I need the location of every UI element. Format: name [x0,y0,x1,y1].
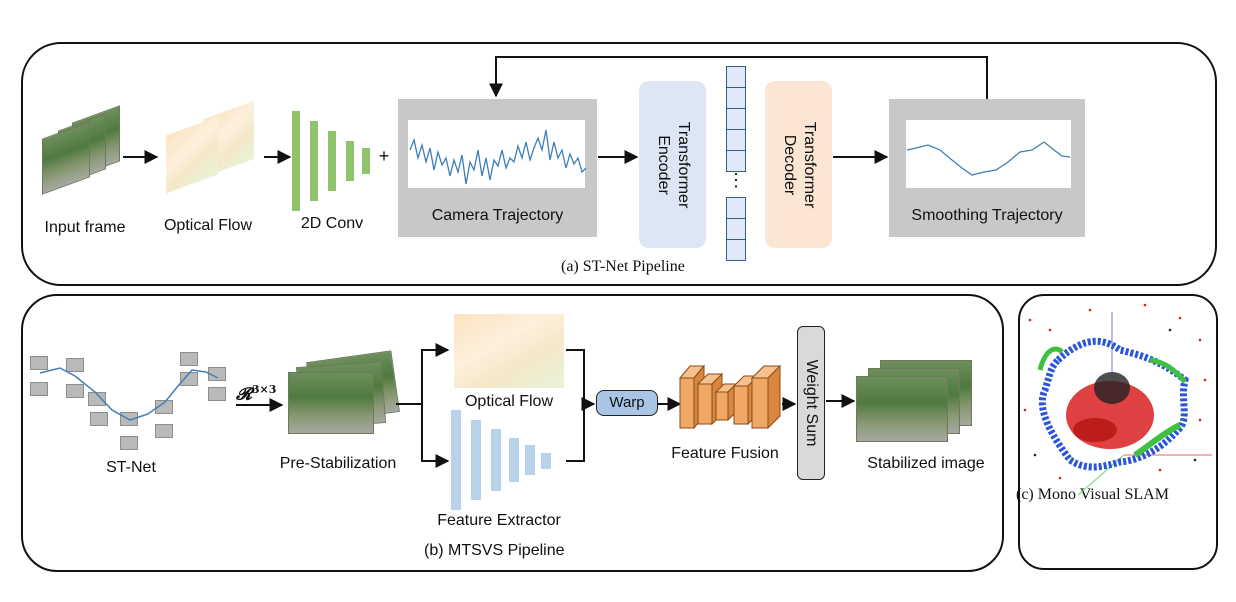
token-sequence: ⋮ [726,66,748,262]
token-ellipsis: ⋮ [727,170,745,190]
smoothing-trajectory-label: Smoothing Trajectory [911,207,1063,224]
feature-fusion-cuboids [678,364,782,430]
transformer-decoder-block: Transformer Decoder [765,81,832,248]
conv-label: 2D Conv [300,215,364,232]
plus-sign: + [378,146,390,166]
optical-flow-label-bottom: Optical Flow [464,393,554,410]
warp-label: Warp [609,394,645,411]
warp-block: Warp [596,390,658,416]
input-frame-label: Input frame [44,219,126,236]
rotation-superscript: 3×3 [251,383,277,396]
slam-caption: (c) Mono Visual SLAM [1016,486,1169,503]
camera-trajectory-label: Camera Trajectory [431,207,564,224]
merge-connector [566,349,585,462]
rotation-matrix-label: 𝓡3×3 [236,383,276,405]
prestabilization-label: Pre-Stabilization [279,455,397,472]
weight-sum-block: Weight Sum [797,326,825,480]
stabilized-label: Stabilized image [867,455,985,472]
smoothing-trajectory-curve [906,141,1071,176]
rotation-symbol: 𝓡 [236,384,252,405]
feedback-loop-arrow [489,56,988,99]
smoothing-trajectory-plot [906,120,1071,188]
pipeline-b-caption: (b) MTSVS Pipeline [424,542,565,559]
slam-point-cloud [1023,303,1212,496]
camera-trajectory-curve [409,129,587,185]
stnet-curve [39,367,219,421]
feature-fusion-label: Feature Fusion [671,445,779,462]
pipeline-a-caption: (a) ST-Net Pipeline [561,258,685,275]
stnet-label: ST-Net [106,459,156,476]
optical-flow-image-bottom [454,314,564,388]
optical-flow-label-top: Optical Flow [163,217,253,234]
branch-connector [396,343,450,405]
transformer-encoder-block: Transformer Encoder [639,81,706,248]
feature-extractor-label: Feature Extractor [437,512,561,529]
branch-connector-lower [421,404,450,468]
